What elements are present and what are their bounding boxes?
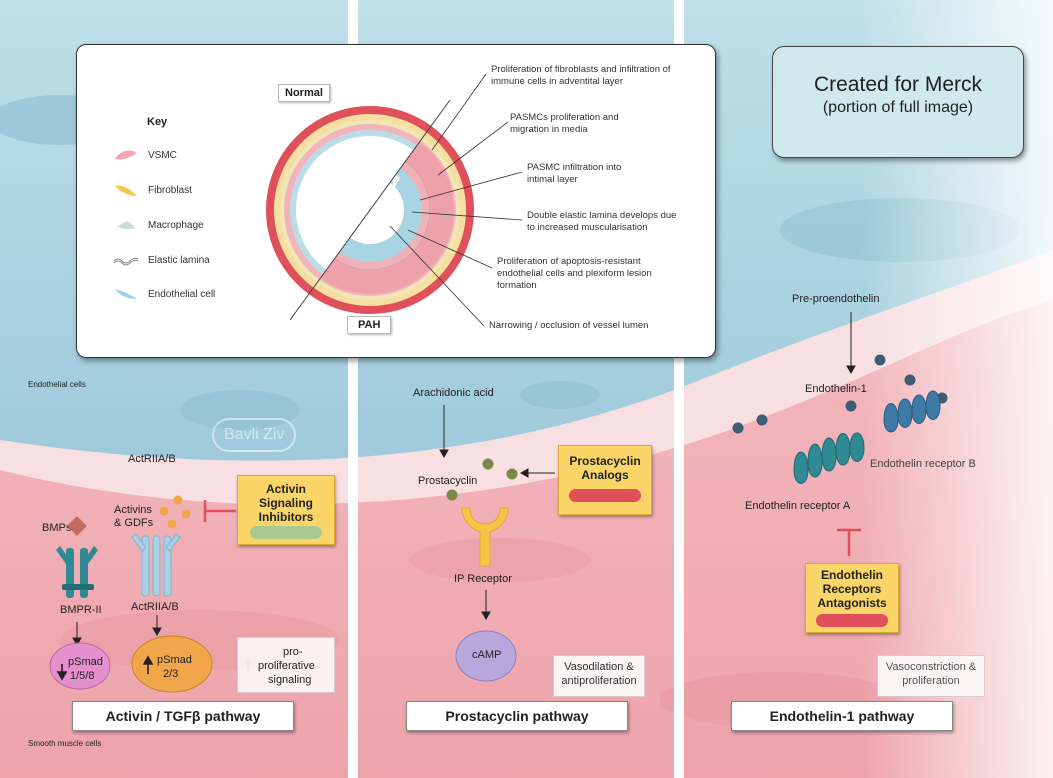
vasoconstriction-l1: Vasoconstriction & [885, 661, 977, 673]
endothelin-drug-box: Endothelin Receptors Antagonists [805, 563, 899, 633]
elastic-lamina-icon [113, 257, 139, 266]
endothelial-layer-label: Endothelial cells [28, 380, 86, 389]
legend-fibroblast: Fibroblast [148, 185, 192, 196]
prostacyclin-label: Prostacyclin [418, 475, 478, 487]
psmad23-l1: pSmad [157, 654, 192, 666]
endothelin-drug-label: Endothelin Receptors Antagonists [817, 568, 887, 610]
receptor-b-label: Endothelin receptor B [870, 458, 976, 470]
prostacyclin-drug-label: Prostacyclin Analogs [569, 454, 641, 482]
prostacyclin-pathway-title: Prostacyclin pathway [406, 701, 628, 731]
panel-divider-2 [674, 0, 684, 778]
activins-label: Activins [114, 504, 152, 516]
fibroblast-icon [115, 185, 137, 196]
pro-proliferative-l2: proliferative [258, 660, 315, 672]
pah-label: PAH [347, 316, 392, 334]
arachidonic-label: Arachidonic acid [413, 387, 494, 399]
prostacyclin-drug-pill [569, 489, 641, 502]
actriia-top-label: ActRIIA/B [128, 453, 176, 465]
legend-vsmc: VSMC [148, 150, 177, 161]
pro-proliferative-l3: signaling [268, 674, 312, 686]
vasoconstriction-note: Vasoconstriction & proliferation [877, 655, 985, 697]
endothelin-pathway-title: Endothelin-1 pathway [731, 701, 953, 731]
ip-receptor-label: IP Receptor [454, 573, 512, 585]
camp-label: cAMP [472, 649, 502, 661]
annotation-lumen: Narrowing / occlusion of vessel lumen [489, 320, 649, 331]
panel-divider-1 [348, 0, 358, 778]
normal-label: Normal [278, 84, 330, 102]
vsmc-icon [115, 150, 137, 160]
psmad23-l2: 2/3 [163, 668, 179, 680]
smooth-muscle-layer-label: Smooth muscle cells [28, 739, 102, 748]
vasodilation-l1: Vasodilation & [564, 661, 634, 673]
endothelial-cell-icon [115, 289, 137, 299]
annotation-elastic-lamina: Double elastic lamina develops due to in… [527, 210, 677, 233]
legend-macrophage: Macrophage [148, 220, 204, 231]
psmad158-l2: 1/5/8 [70, 670, 95, 682]
legend-elastic-lamina: Elastic lamina [148, 255, 210, 266]
macrophage-icon [117, 221, 135, 229]
legend-endothelial-cell: Endothelial cell [148, 289, 216, 300]
psmad158-l1: pSmad [68, 656, 103, 668]
receptor-a-label: Endothelin receptor A [745, 500, 851, 512]
created-for-subtitle: (portion of full image) [822, 99, 974, 116]
actriia-receptor-label: ActRIIA/B [131, 601, 179, 613]
vasodilation-l2: antiproliferation [561, 675, 637, 687]
watermark: Bavli Ziv [212, 418, 297, 452]
endothelin1-label: Endothelin-1 [805, 383, 867, 395]
created-for-title: Created for Merck [813, 73, 983, 96]
pro-proliferative-note [237, 637, 335, 693]
annotation-adventitia: Proliferation of fibroblasts and infiltr… [491, 64, 671, 87]
pro-proliferative-l1: pro- [283, 646, 303, 658]
asi-drug-pill [250, 526, 322, 539]
created-for-box: Created for Merck (portion of full image… [772, 46, 1024, 158]
key-title: Key [147, 116, 168, 128]
prostacyclin-drug-box: Prostacyclin Analogs [558, 445, 652, 515]
endothelin-drug-pill [816, 614, 888, 627]
bmps-label: BMPs [42, 522, 72, 534]
gdfs-label: & GDFs [114, 517, 154, 529]
asi-drug-box: Activin Signaling Inhibitors (ASI) [237, 475, 335, 545]
vasodilation-note: Vasodilation & antiproliferation [553, 655, 645, 697]
bmpr-label: BMPR-II [60, 604, 102, 616]
activin-pathway-title: Activin / TGFβ pathway [72, 701, 294, 731]
annotation-endothelial: Proliferation of apoptosis-resistant end… [497, 256, 652, 291]
vessel-cross-section [266, 100, 474, 320]
annotation-media: PASMCs proliferation and migration in me… [510, 112, 619, 135]
annotation-intima: PASMC infiltration into intimal layer [527, 162, 622, 185]
vasoconstriction-l2: proliferation [902, 675, 960, 687]
pre-proendothelin-label: Pre-proendothelin [792, 293, 880, 305]
